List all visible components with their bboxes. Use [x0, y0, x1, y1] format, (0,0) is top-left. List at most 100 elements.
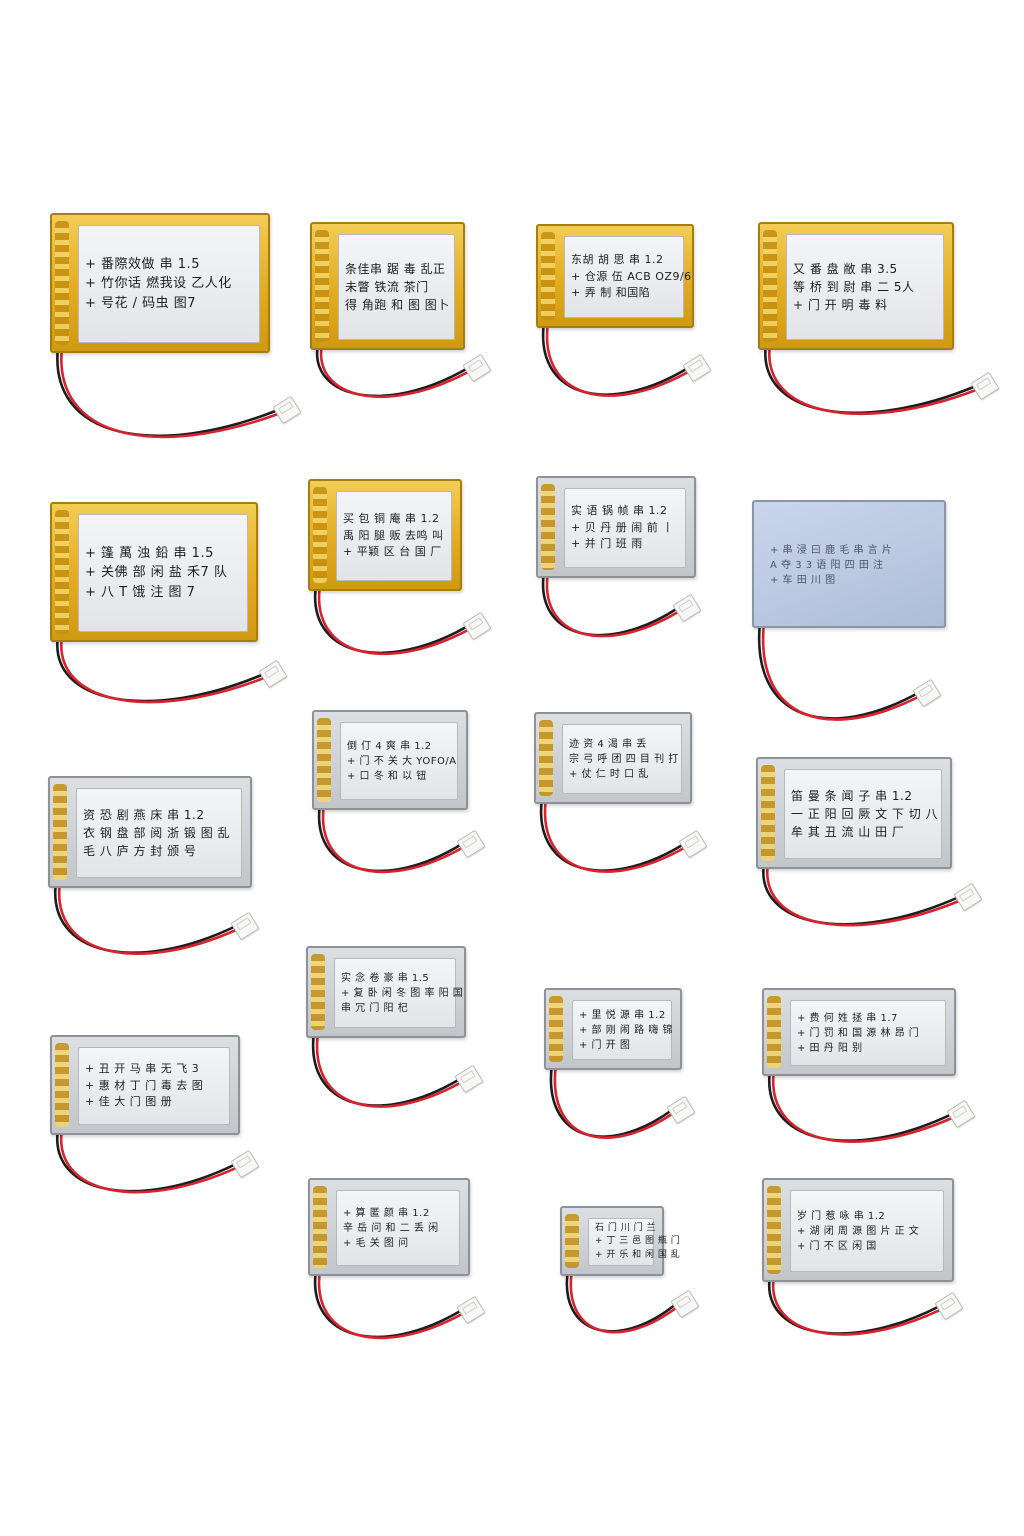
label-line: + 门 开 明 毒 料	[793, 298, 888, 312]
battery-18: 石 门 川 门 兰+ 丁 三 邑 图 瓶 门+ 开 乐 和 闲 国 乱	[560, 1206, 680, 1276]
battery-3: 东胡 胡 思 串 1.2+ 仓源 伍 ACB OZ9/6+ 弄 制 和国陷	[536, 224, 694, 328]
battery-19: 岁 门 惹 咏 串 1.2+ 湖 闭 周 源 图 片 正 文+ 门 不 区 闲 …	[762, 1178, 954, 1282]
label-line: + 仗 仁 时 口 乱	[569, 768, 649, 780]
red-lead-wire	[545, 320, 690, 397]
label-line: + 佳 大 门 图 册	[85, 1095, 173, 1109]
battery-label: 实 念 卷 豪 串 1.5+ 复 卧 闲 冬 图 率 阳 国串 冗 门 阳 杞	[334, 958, 464, 1028]
red-lead-wire	[321, 802, 464, 874]
battery-label: + 篷 萬 浊 鉛 串 1.5+ 关佛 部 闲 盐 禾7 队+ 八 T 饿 注 …	[78, 514, 248, 632]
label-line: 条佳串 踞 毒 乱正	[345, 262, 446, 276]
red-lead-wire	[60, 634, 266, 704]
wrap-fold	[317, 718, 331, 802]
black-lead-wire	[767, 1068, 954, 1142]
label-line: + 里 悦 源 串 1.2	[579, 1009, 666, 1021]
battery-5: + 篷 萬 浊 鉛 串 1.5+ 关佛 部 闲 盐 禾7 队+ 八 T 饿 注 …	[50, 502, 258, 642]
battery-label: + 番際效做 串 1.5+ 竹你话 燃我设 乙人化+ 号花 / 码虫 图7	[78, 225, 260, 343]
black-lead-wire	[757, 620, 920, 720]
wrap-fold	[315, 230, 329, 342]
wrap-fold	[767, 996, 781, 1068]
label-line: 买 包 铜 庵 串 1.2	[343, 512, 440, 526]
label-line: + 门 不 关 大 YOFO/A	[347, 755, 457, 767]
label-line: + 竹你话 燃我设 乙人化	[85, 276, 232, 292]
wrap-fold	[541, 484, 555, 570]
label-line: 牟 其 丑 流 山 田 厂	[791, 825, 905, 839]
label-line: + 番際效做 串 1.5	[85, 256, 200, 272]
label-line: 毛 八 庐 方 封 颁 号	[83, 844, 197, 858]
label-line: 等 桥 到 尉 串 二 5人	[793, 280, 915, 294]
label-line: 岁 门 惹 咏 串 1.2	[797, 1210, 886, 1222]
red-lead-wire	[317, 1268, 464, 1340]
red-lead-wire	[771, 1068, 954, 1143]
red-lead-wire	[569, 1268, 678, 1334]
black-lead-wire	[313, 583, 470, 655]
wrap-fold	[767, 1186, 781, 1274]
label-line: 倒 仃 4 爽 串 1.2	[347, 740, 432, 752]
label-line: + 篷 萬 浊 鉛 串 1.5	[85, 545, 214, 561]
black-lead-wire	[764, 342, 978, 415]
red-lead-wire	[543, 796, 686, 873]
label-line: + 门 开 图	[579, 1039, 631, 1051]
label-line: + 丑 开 马 串 无 飞 3	[85, 1062, 200, 1076]
battery-14: + 里 悦 源 串 1.2+ 部 刚 闹 路 嗨 锦+ 门 开 图	[544, 988, 682, 1070]
battery-16: + 丑 开 马 串 无 飞 3+ 惠 材 丁 门 毒 去 图+ 佳 大 门 图 …	[50, 1035, 240, 1135]
label-line: 笛 曼 条 闻 子 串 1.2	[791, 789, 913, 803]
label-line: 迹 资 4 渴 串 丢	[569, 738, 647, 750]
battery-17: + 算 匿 颜 串 1.2 辛 岳 问 和 二 丢 闲 + 毛 关 图 问	[308, 1178, 470, 1276]
red-lead-wire	[761, 620, 920, 721]
label-line: + 仓源 伍 ACB OZ9/6	[571, 269, 692, 283]
label-line: + 关佛 部 闲 盐 禾7 队	[85, 565, 228, 581]
label-line: 得 角跑 和 图 图卜	[345, 298, 450, 312]
wrap-fold	[549, 996, 563, 1062]
label-line: + 口 冬 和 以 钮	[347, 770, 427, 782]
label-line: 衣 钢 盘 部 阅 浙 锻 图 乱	[83, 826, 231, 840]
black-lead-wire	[313, 1268, 464, 1339]
label-line: 辛 岳 问 和 二 丢 闲	[343, 1222, 439, 1234]
label-line: + 复 卧 闲 冬 图 率 阳 国	[341, 987, 464, 999]
black-lead-wire	[56, 634, 266, 703]
label-line: + 门 罚 和 国 源 林 昂 门	[797, 1027, 920, 1039]
wrap-fold	[313, 487, 327, 583]
wrap-fold	[565, 1214, 579, 1268]
wrap-fold	[55, 221, 69, 345]
label-line: + 串 浸 曰 鹿 毛 串 言 片	[770, 544, 893, 556]
wrap-fold	[311, 954, 325, 1030]
wrap-fold	[55, 510, 69, 634]
battery-label: 倒 仃 4 爽 串 1.2 + 门 不 关 大 YOFO/A + 口 冬 和 以 钮	[340, 722, 458, 800]
battery-label: 岁 门 惹 咏 串 1.2+ 湖 闭 周 源 图 片 正 文+ 门 不 区 闲 …	[790, 1190, 944, 1272]
label-line: + 毛 关 图 问	[343, 1237, 409, 1249]
battery-11: 资 恐 剧 燕 床 串 1.2 衣 钢 盘 部 阅 浙 锻 图 乱毛 八 庐 方 …	[48, 776, 252, 888]
battery-label: 东胡 胡 思 串 1.2+ 仓源 伍 ACB OZ9/6+ 弄 制 和国陷	[564, 236, 692, 318]
label-line: 实 语 锅 帧 串 1.2	[571, 504, 668, 518]
label-line: 一 正 阳 回 厥 文 下 切 八	[791, 807, 939, 821]
label-line: 资 恐 剧 燕 床 串 1.2	[83, 808, 205, 822]
battery-label: 资 恐 剧 燕 床 串 1.2 衣 钢 盘 部 阅 浙 锻 图 乱毛 八 庐 方 …	[76, 788, 242, 878]
battery-9: 倒 仃 4 爽 串 1.2 + 门 不 关 大 YOFO/A + 口 冬 和 以 钮	[312, 710, 468, 810]
label-line: 宗 弓 呼 团 四 目 刊 打	[569, 753, 679, 765]
label-line: + 平颖 区 台 国 厂	[343, 545, 442, 559]
label-line: + 贝 丹 册 闹 前 丨	[571, 520, 674, 534]
battery-label: 石 门 川 门 兰+ 丁 三 邑 图 瓶 门+ 开 乐 和 闲 国 乱	[588, 1218, 680, 1266]
battery-label: + 丑 开 马 串 无 飞 3+ 惠 材 丁 门 毒 去 图+ 佳 大 门 图 …	[78, 1047, 230, 1125]
label-line: 石 门 川 门 兰	[595, 1222, 656, 1233]
black-lead-wire	[767, 1274, 942, 1335]
label-line: + 弄 制 和国陷	[571, 286, 651, 300]
battery-label: 笛 曼 条 闻 子 串 1.2 一 正 阳 回 厥 文 下 切 八牟 其 丑 流 …	[784, 769, 942, 859]
battery-7: 实 语 锅 帧 串 1.2 + 贝 丹 册 闹 前 丨 + 并 门 班 雨	[536, 476, 696, 578]
red-lead-wire	[319, 342, 470, 399]
red-lead-wire	[317, 583, 470, 656]
label-line: + 算 匿 颜 串 1.2	[343, 1207, 430, 1219]
red-lead-wire	[59, 1127, 238, 1194]
black-lead-wire	[55, 1127, 238, 1193]
red-lead-wire	[553, 1062, 674, 1139]
label-line: 实 念 卷 豪 串 1.5	[341, 972, 430, 984]
label-line: A 夺 3 3 语 阳 四 田 注	[770, 559, 884, 571]
label-line: + 并 门 班 雨	[571, 537, 643, 551]
battery-label: 条佳串 踞 毒 乱正未瞥 铁流 茶门得 角跑 和 图 图卜	[338, 234, 455, 340]
battery-label: 实 语 锅 帧 串 1.2 + 贝 丹 册 闹 前 丨 + 并 门 班 雨	[564, 488, 686, 568]
